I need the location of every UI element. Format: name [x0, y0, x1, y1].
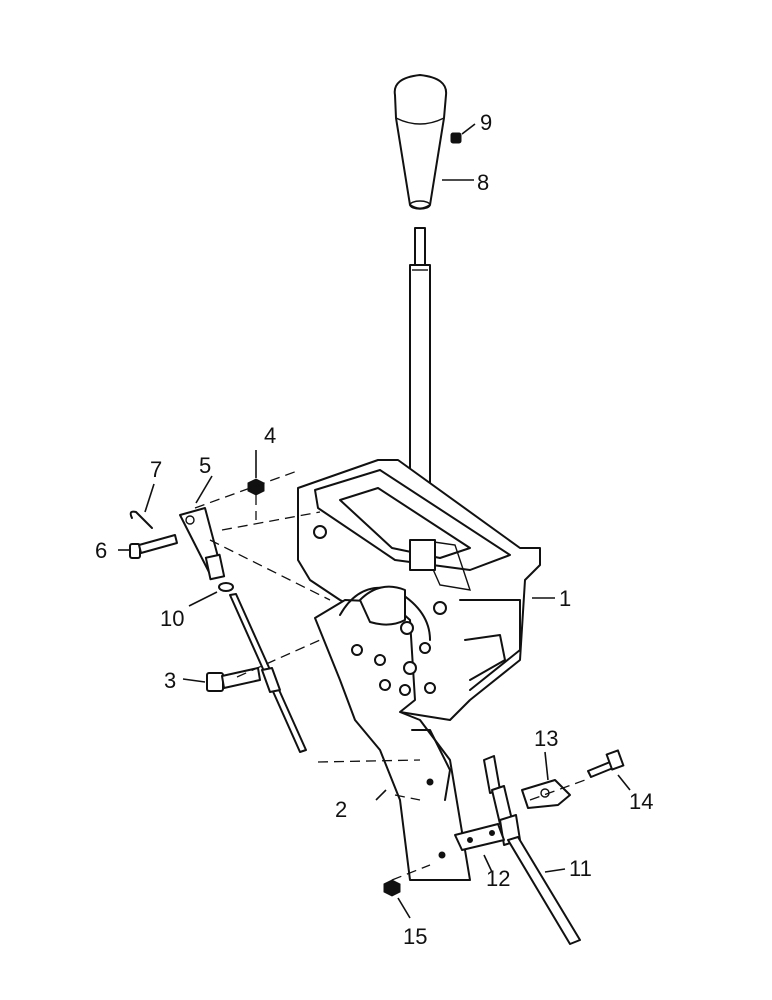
mounting-bracket — [314, 585, 471, 881]
callout-5: 5 — [199, 453, 211, 478]
callout-3: 3 — [164, 668, 176, 693]
callout-7: 7 — [150, 457, 162, 482]
callout-14: 14 — [629, 789, 653, 814]
callout-10: 10 — [160, 606, 184, 631]
knob-set-screw — [450, 132, 462, 144]
callout-13: 13 — [534, 726, 558, 751]
callout-8: 8 — [477, 170, 489, 195]
shift-housing — [297, 459, 541, 721]
rod-end-clevis — [179, 507, 226, 581]
clevis-bolt — [587, 749, 625, 778]
clevis-pin — [129, 534, 178, 559]
callout-6: 6 — [95, 538, 107, 563]
control-rod — [229, 593, 307, 753]
leader-lines — [118, 123, 631, 919]
hex-nut — [247, 478, 265, 496]
cable-clamp-bracket — [454, 823, 505, 851]
pivot-bolt — [206, 667, 261, 692]
callout-12: 12 — [486, 866, 510, 891]
callout-15: 15 — [403, 924, 427, 949]
callout-9: 9 — [480, 110, 492, 135]
callout-labels: 9 8 1 2 3 4 5 6 7 10 11 12 13 14 15 — [95, 110, 653, 949]
shift-knob — [393, 74, 448, 210]
alignment-lines — [194, 469, 586, 881]
cotter-pin — [129, 510, 153, 529]
lower-hex-nut — [383, 879, 401, 897]
callout-4: 4 — [264, 423, 276, 448]
jam-nut — [218, 582, 234, 592]
callout-2: 2 — [335, 797, 347, 822]
callout-11: 11 — [569, 856, 592, 881]
callout-1: 1 — [559, 586, 571, 611]
shift-cable — [483, 755, 581, 945]
